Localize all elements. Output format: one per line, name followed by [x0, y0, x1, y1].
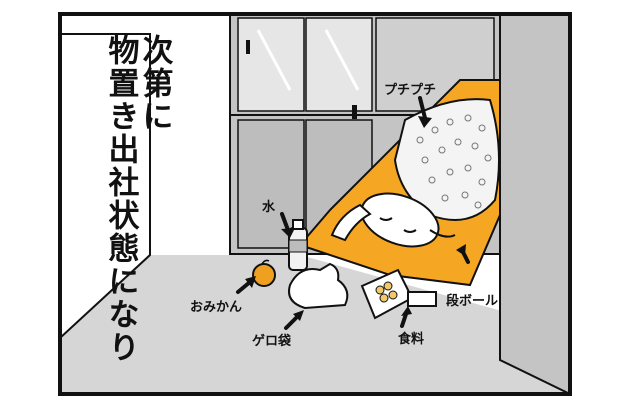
arrow-heads	[245, 116, 466, 321]
food-box	[407, 291, 437, 307]
mandarin-orange	[252, 263, 276, 287]
arrow-mandarin	[236, 280, 252, 294]
panel-border	[58, 12, 572, 396]
bottle-cap	[292, 219, 304, 230]
cabinet-handle	[246, 40, 250, 54]
plastic-bag	[288, 262, 349, 310]
arrow-bag	[284, 314, 300, 330]
bottle-label	[288, 239, 308, 253]
cabinet-glass-right	[305, 17, 373, 112]
cabinet-glass-left	[237, 17, 305, 112]
label-water: 水	[262, 200, 276, 215]
glass-shine	[256, 29, 292, 91]
food-snacks	[375, 281, 398, 303]
sleeping-person-arm	[330, 203, 372, 242]
arrow-bubble-wrap	[418, 96, 427, 120]
cabinet-handle	[352, 105, 357, 119]
label-vomit-bag: ゲロ袋	[252, 334, 292, 349]
label-food: 食料	[398, 332, 425, 347]
pointer-arrows	[236, 96, 470, 330]
arrow-food	[400, 312, 408, 328]
narration-line-1: 次第に	[136, 34, 173, 133]
glass-shine-2	[324, 29, 360, 91]
label-mandarin: おみかん	[190, 300, 243, 315]
label-bubble-wrap: プチプチ	[384, 83, 437, 98]
sleeping-person-hand	[429, 229, 456, 238]
floor	[60, 255, 570, 394]
bubble-dots	[416, 114, 492, 209]
locker-right	[499, 13, 571, 396]
closed-eye	[403, 229, 417, 233]
closed-eye	[379, 217, 393, 221]
arrow-water	[280, 212, 290, 232]
label-cardboard: 段ボール	[446, 294, 499, 309]
narration-line-2: 物置き出社状態になり	[102, 34, 139, 364]
mandarin-leaf	[261, 259, 270, 265]
